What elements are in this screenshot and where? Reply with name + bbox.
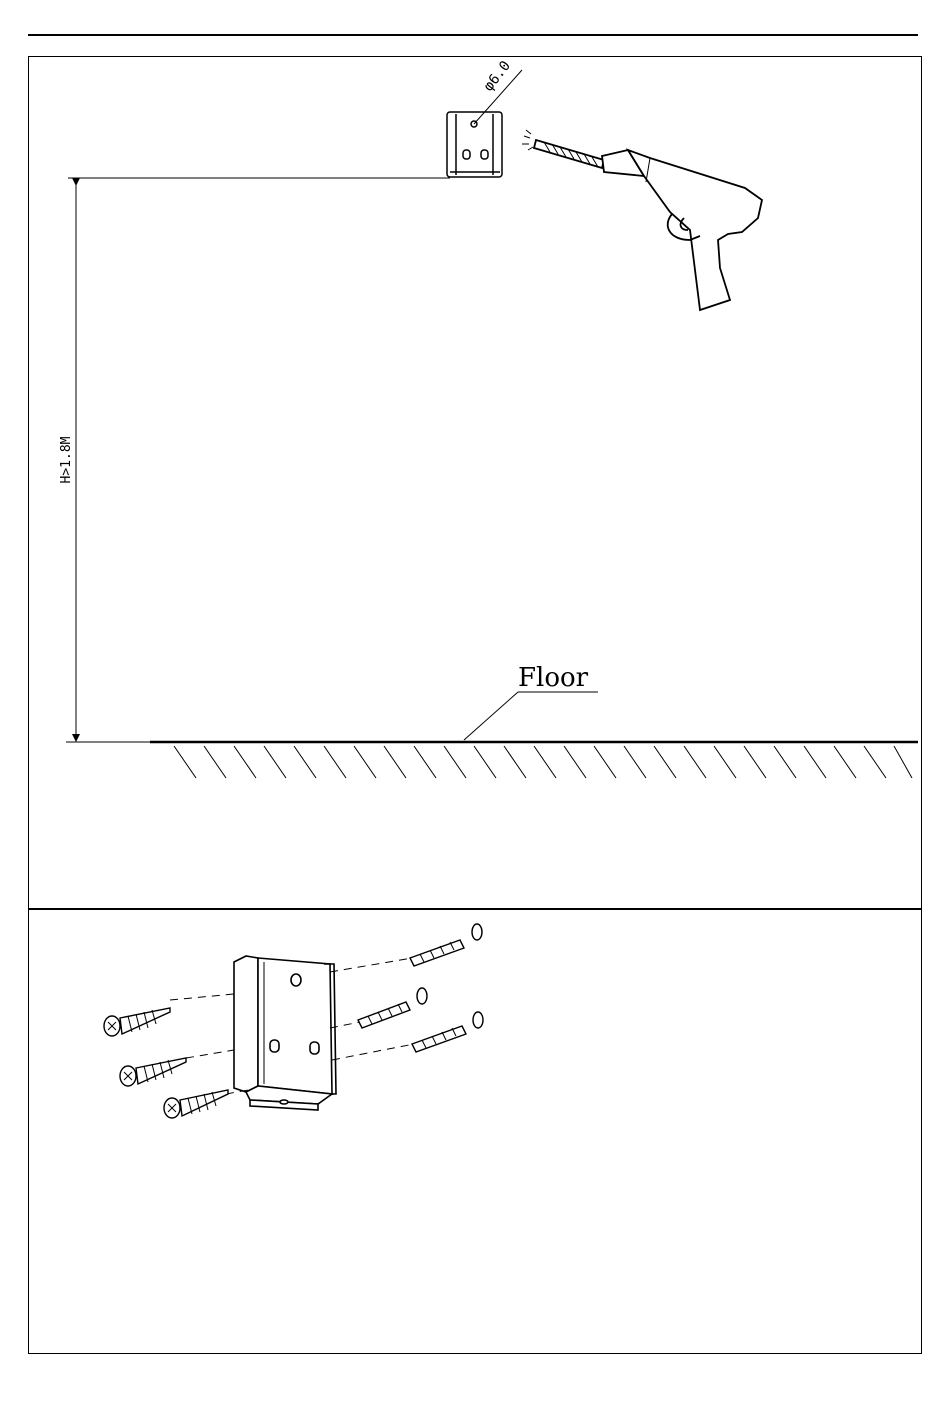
hole-diameter-callout: φ6.0: [474, 58, 522, 124]
wall-anchor: [410, 924, 482, 966]
screw: [104, 1008, 170, 1036]
floor-callout: Floor: [464, 663, 598, 740]
screw: [164, 1090, 228, 1118]
floor-label: Floor: [518, 663, 589, 693]
power-drill-illustration: [522, 130, 762, 310]
wall-bracket-front: [447, 112, 502, 177]
height-dimension: H>1.8M: [59, 178, 450, 742]
hole-diameter-label: φ6.0: [481, 58, 514, 94]
floor-line: [150, 742, 918, 778]
wall-anchor: [358, 988, 427, 1028]
height-label: H>1.8M: [59, 436, 74, 483]
wall-bracket-isometric: [234, 956, 336, 1110]
screw: [120, 1058, 186, 1086]
wall-anchor: [412, 1012, 483, 1052]
